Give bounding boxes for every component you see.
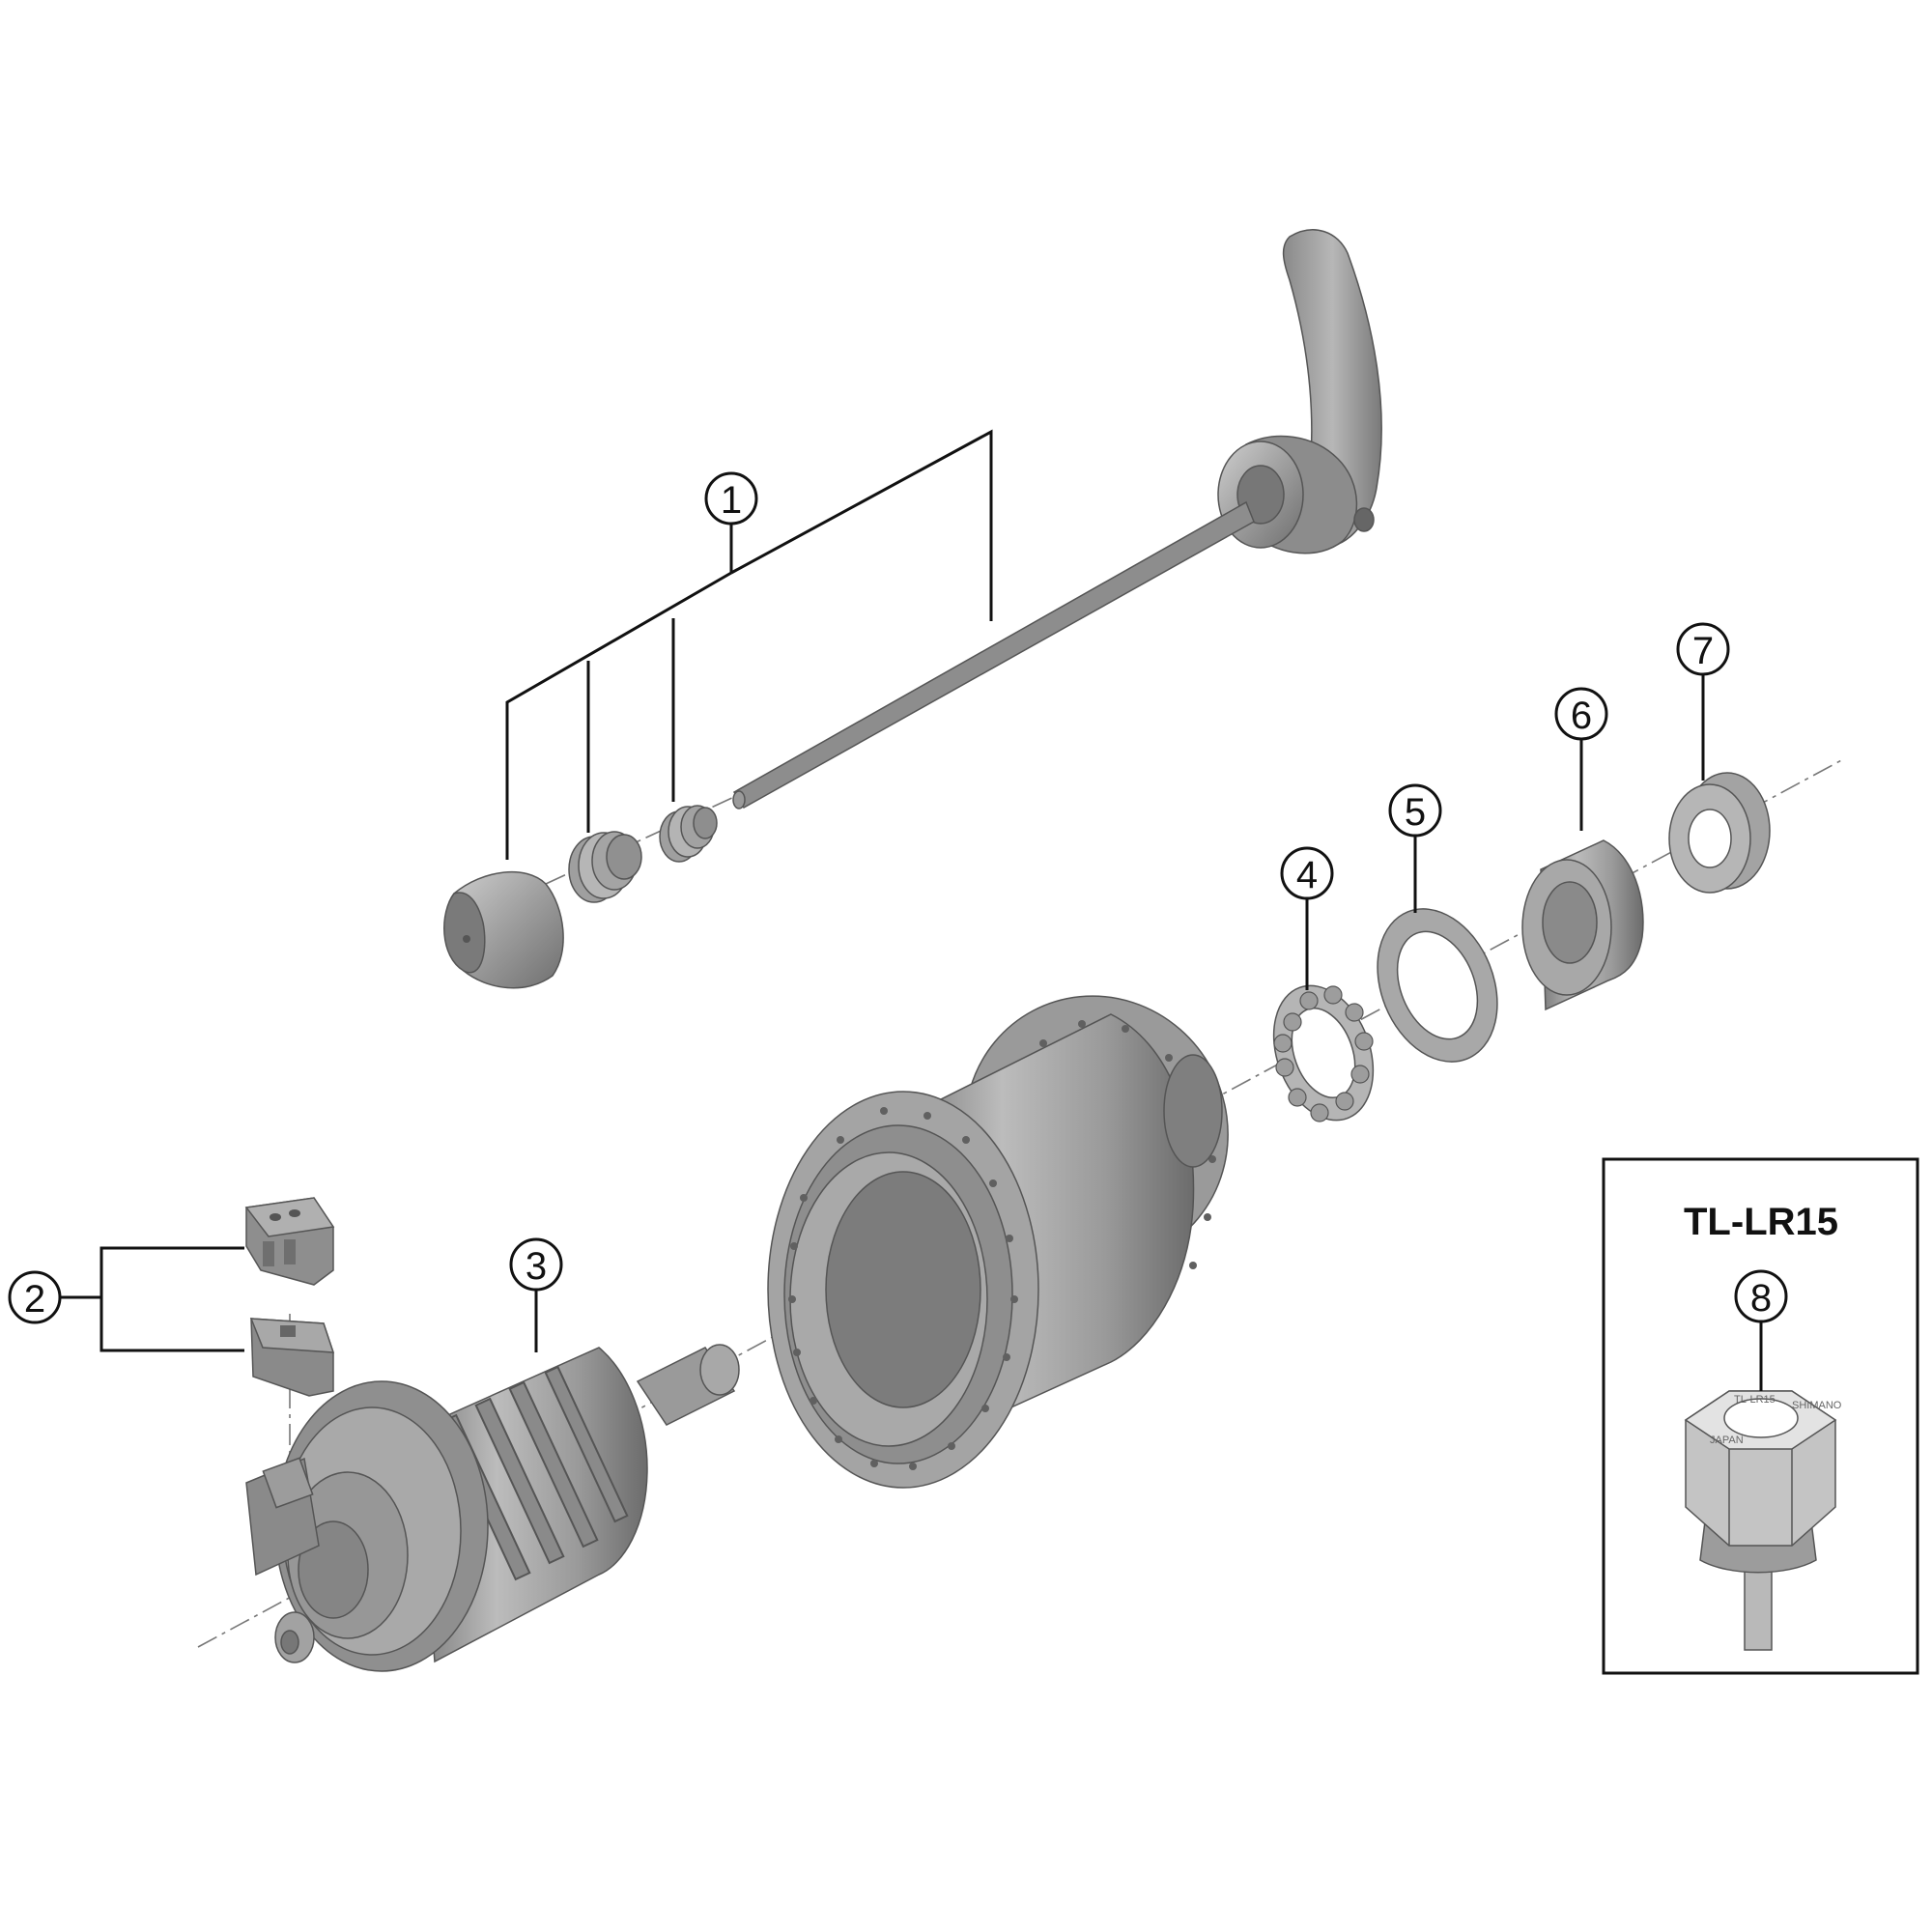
leader-1-upper [730,429,993,621]
skewer-rod-end [732,790,746,810]
axle-end-right-cap [699,1344,740,1396]
callout-5-number: 5 [1405,791,1426,834]
leader-2-bracket [99,1246,244,1352]
hub-shell-inner [825,1171,981,1408]
callout-1-number: 1 [721,479,742,522]
tool-box-title: TL-LR15 [1684,1201,1838,1243]
part-1-quick-release [443,229,1382,989]
lockring-tool: TL-LR15 JAPAN SHIMANO [1684,1390,1842,1651]
spring-large [568,831,642,903]
hub-shell [767,995,1229,1489]
hub-spline [1163,1054,1223,1168]
part-4-ball-retainer [1272,984,1375,1122]
tool-marking-model: TL-LR15 [1734,1394,1776,1406]
callout-4: 4 [1280,846,1334,900]
part-7-lock-nut [1668,772,1771,894]
callout-4-number: 4 [1296,854,1318,896]
callout-3: 3 [509,1237,563,1292]
skewer-nut-hole [463,935,470,943]
part-2-connector [244,1197,335,1397]
callout-1: 1 [704,471,758,526]
callout-5: 5 [1388,783,1442,838]
skewer-cam-pin [1353,507,1375,532]
skewer-nut-face [443,892,486,974]
callout-7-number: 7 [1692,630,1714,672]
leader-lines [60,429,1763,1391]
callout-7: 7 [1676,622,1730,676]
tool-top-recess [1723,1398,1799,1438]
callout-6-number: 6 [1571,695,1592,737]
cassette-joint-tab [262,1457,314,1509]
tool-marking-brand: SHIMANO [1792,1400,1842,1411]
callout-8-number: 8 [1750,1277,1772,1320]
callout-8: 8 [1734,1269,1788,1323]
part-6-cone [1521,839,1644,1011]
tool-marking-origin: JAPAN [1710,1435,1744,1446]
connector-top [244,1197,335,1286]
part-3-internal-assembly [245,1344,740,1672]
callout-2-number: 2 [24,1278,45,1321]
leader-1-branch [505,571,732,860]
axle-end-left-hole [280,1630,299,1655]
callout-6: 6 [1554,687,1608,741]
connector-bottom [249,1318,335,1397]
tool-box: TL-LR15 TL-LR15 JAPAN SHIMANO [1602,1157,1919,1675]
part-5-dust-cap [1377,908,1498,1063]
skewer-rod [732,500,1255,810]
spring-small [659,805,718,863]
spoke-holes [788,1020,1216,1470]
callout-3-number: 3 [526,1245,547,1288]
callout-2: 2 [8,1270,62,1324]
axis-skewer [545,796,735,885]
